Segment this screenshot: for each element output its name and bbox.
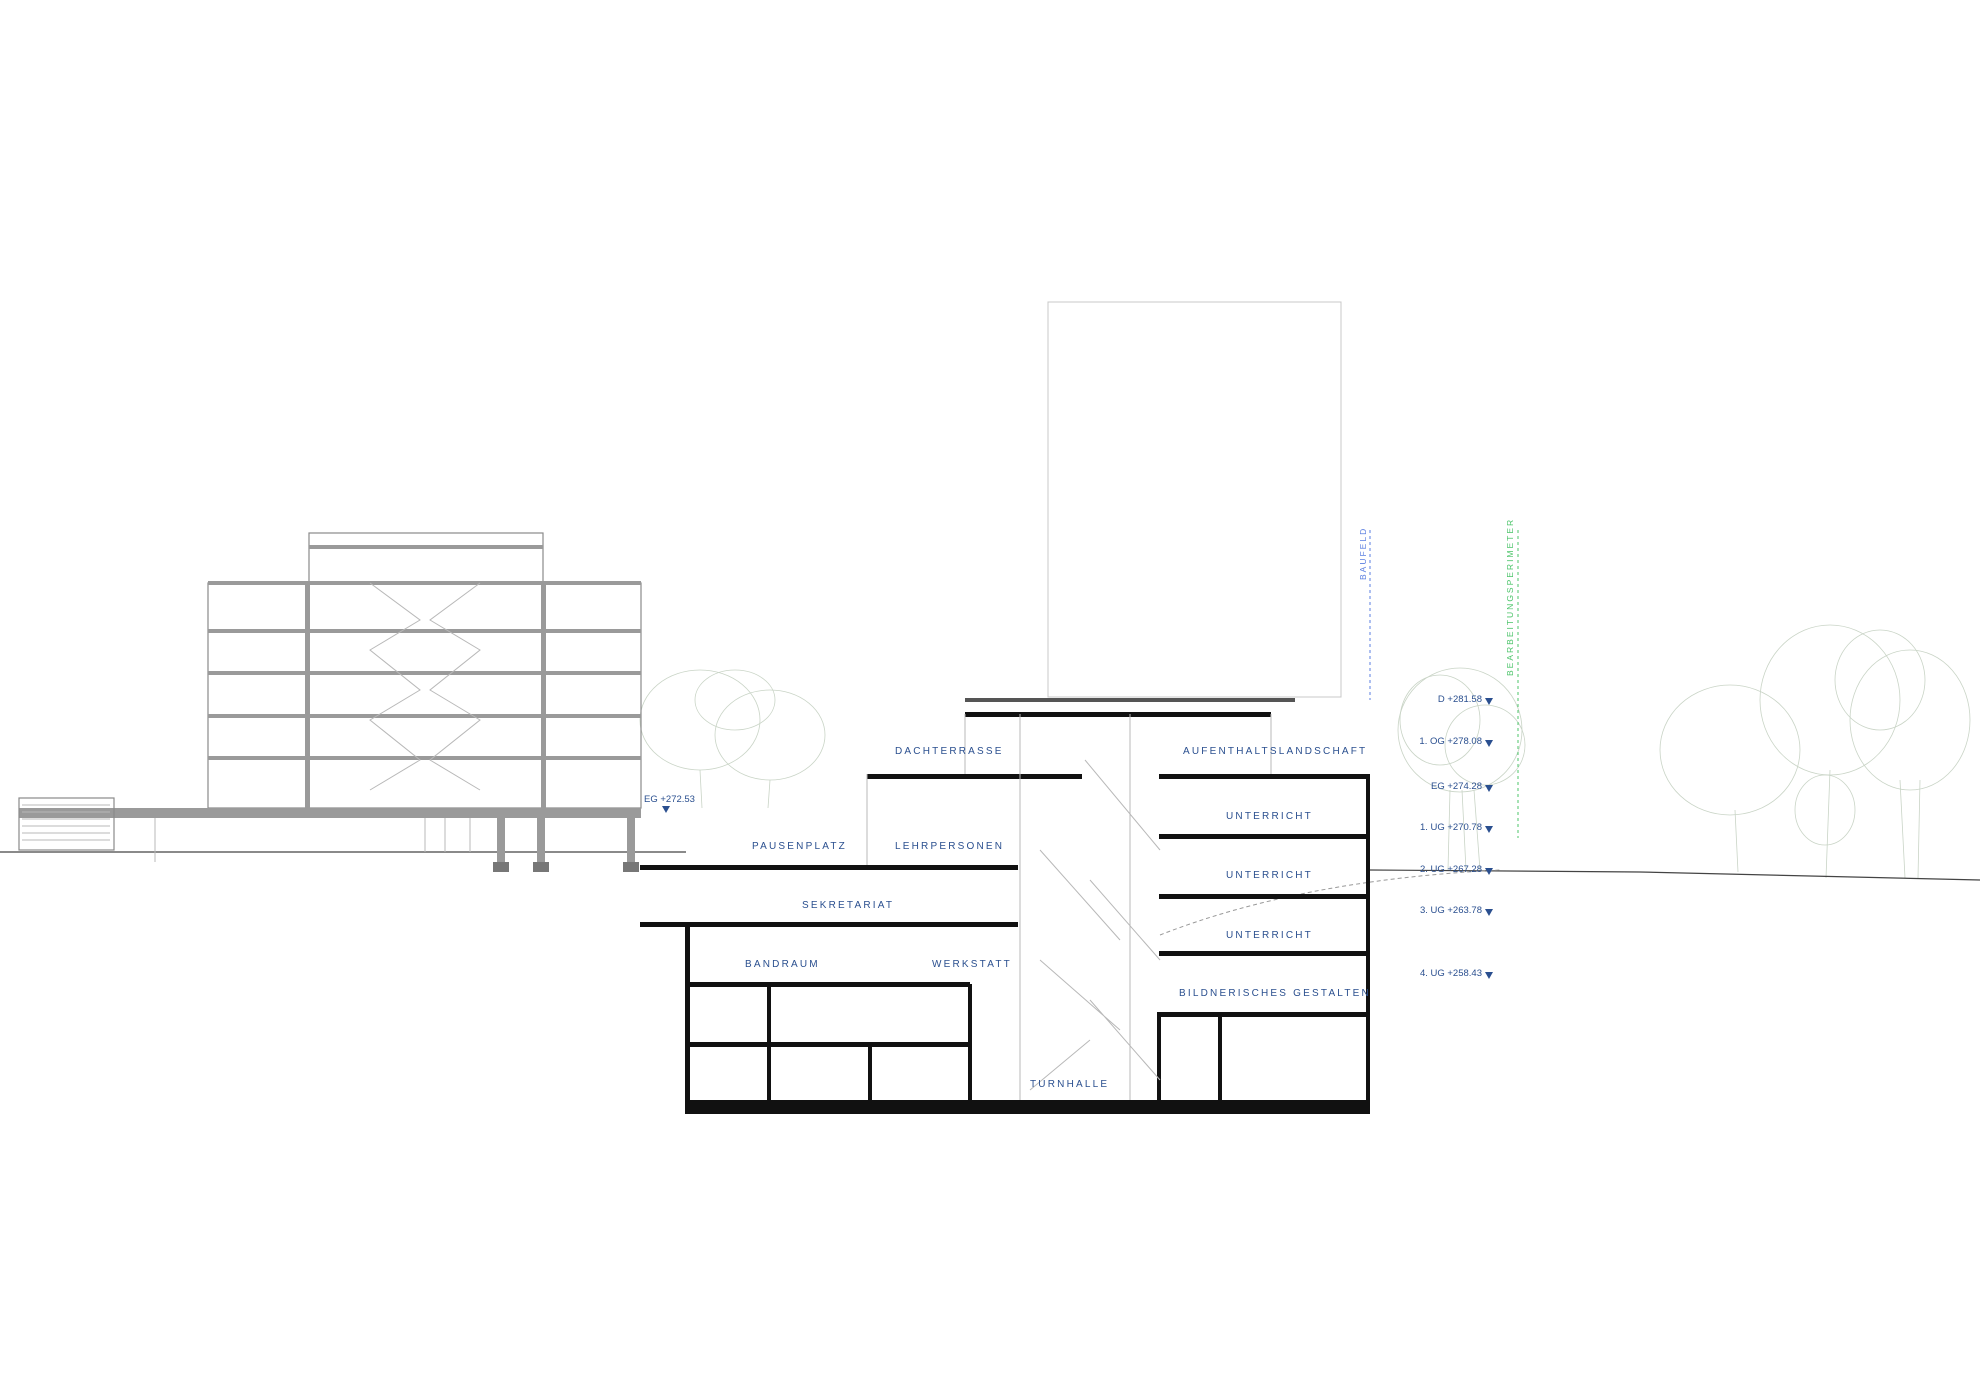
level-label-1ug: 1. UG +270.78 xyxy=(1420,822,1482,833)
room-label-pausenplatz: PAUSENPLATZ xyxy=(752,841,847,852)
tree-left-background xyxy=(639,669,826,809)
room-label-bildnerisches-gestalten: BILDNERISCHES GESTALTEN xyxy=(1179,988,1371,999)
level-label-4ug: 4. UG +258.43 xyxy=(1420,968,1482,979)
room-label-dachterrasse: DACHTERRASSE xyxy=(895,746,1004,757)
main-building-section xyxy=(640,698,1370,1114)
level-elevations: D +281.58 1. OG +278.08 EG +274.28 1. UG… xyxy=(1419,694,1493,979)
room-label-aufenthaltslandschaft: AUFENTHALTSLANDSCHAFT xyxy=(1183,746,1367,757)
perimeter-boundary: BEARBEITUNGSPERIMETER xyxy=(1505,518,1519,838)
room-label-unterricht-3: UNTERRICHT xyxy=(1226,930,1313,941)
background-tower-outline xyxy=(1047,301,1342,698)
terrain-dashed xyxy=(1159,869,1501,936)
trees xyxy=(639,624,1971,879)
level-marker-icons xyxy=(1485,698,1493,979)
perimeter-label: BEARBEITUNGSPERIMETER xyxy=(1505,518,1515,676)
room-label-unterricht-2: UNTERRICHT xyxy=(1226,870,1313,881)
trees-right-group xyxy=(1659,624,1971,879)
entrance-level-label: EG +272.53 xyxy=(644,794,695,805)
baufeld-label: BAUFELD xyxy=(1358,527,1368,580)
room-label-lehrpersonen: LEHRPERSONEN xyxy=(895,841,1004,852)
level-label-2ug: 2. UG +267.28 xyxy=(1420,864,1482,875)
left-building xyxy=(18,532,642,872)
room-label-turnhalle: TURNHALLE xyxy=(1030,1079,1109,1090)
level-label-d: D +281.58 xyxy=(1438,694,1482,705)
baufeld-boundary: BAUFELD xyxy=(1358,527,1371,700)
room-label-bandraum: BANDRAUM xyxy=(745,959,820,970)
ground-line xyxy=(0,851,1980,881)
level-label-eg: EG +274.28 xyxy=(1431,781,1482,792)
room-label-unterricht-1: UNTERRICHT xyxy=(1226,811,1313,822)
level-label-1og: 1. OG +278.08 xyxy=(1419,736,1482,747)
level-label-3ug: 3. UG +263.78 xyxy=(1420,905,1482,916)
room-label-sekretariat: SEKRETARIAT xyxy=(802,900,894,911)
level-marker-icon xyxy=(662,806,670,813)
room-label-werkstatt: WERKSTATT xyxy=(932,959,1012,970)
